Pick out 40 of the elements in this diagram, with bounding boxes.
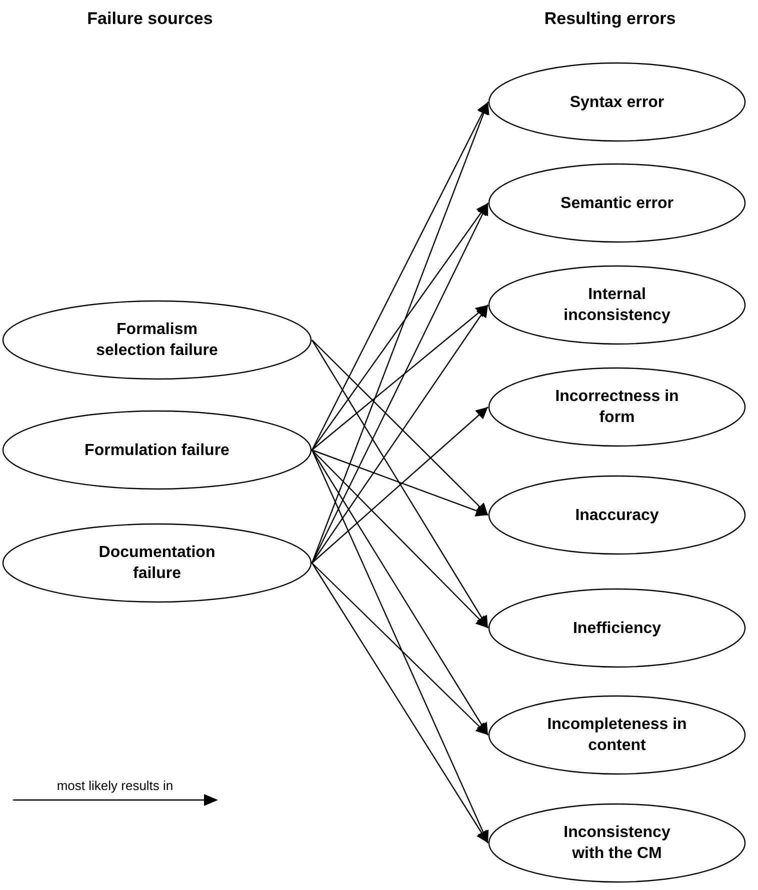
arrow xyxy=(312,202,488,450)
node-label: Formulation failure xyxy=(84,440,230,460)
arrow xyxy=(311,450,489,844)
arrow xyxy=(312,340,488,516)
column-heading: Failure sources xyxy=(87,8,213,30)
node-label: Documentation failure xyxy=(98,543,216,584)
arrow xyxy=(311,102,490,564)
column-heading: Resulting errors xyxy=(544,8,676,30)
node-label: Semantic error xyxy=(560,194,674,214)
arrow xyxy=(312,304,488,564)
ellipse-node xyxy=(2,523,312,603)
arrow xyxy=(312,304,488,450)
node-label: Formalism selection failure xyxy=(95,320,219,361)
ellipse-node xyxy=(488,803,746,883)
ellipse-node xyxy=(488,695,746,775)
ellipse-node xyxy=(488,367,746,447)
arrow xyxy=(311,450,489,736)
ellipse-node xyxy=(2,300,312,380)
ellipse-node xyxy=(488,163,746,243)
arrow xyxy=(311,202,489,564)
arrow xyxy=(312,449,488,516)
ellipse-node xyxy=(488,62,746,142)
node-label: Inconsistency with the CM xyxy=(562,823,672,864)
arrow xyxy=(312,450,488,628)
arrow xyxy=(312,562,488,844)
arrow xyxy=(312,406,488,564)
node-label: Inefficiency xyxy=(572,618,662,638)
arrow xyxy=(312,562,488,736)
node-label: Inaccuracy xyxy=(575,506,659,526)
ellipse-node xyxy=(488,475,746,555)
legend-label: most likely results in xyxy=(56,778,174,794)
arrow xyxy=(311,102,489,450)
ellipse-node xyxy=(2,410,312,490)
ellipse-node xyxy=(488,588,746,668)
node-label: Incorrectness in form xyxy=(554,387,680,428)
arrow xyxy=(311,340,489,628)
ellipse-node xyxy=(488,265,746,345)
node-label: Internal inconsistency xyxy=(562,285,672,326)
node-label: Incompleteness in content xyxy=(547,715,687,756)
node-label: Syntax error xyxy=(570,92,664,112)
